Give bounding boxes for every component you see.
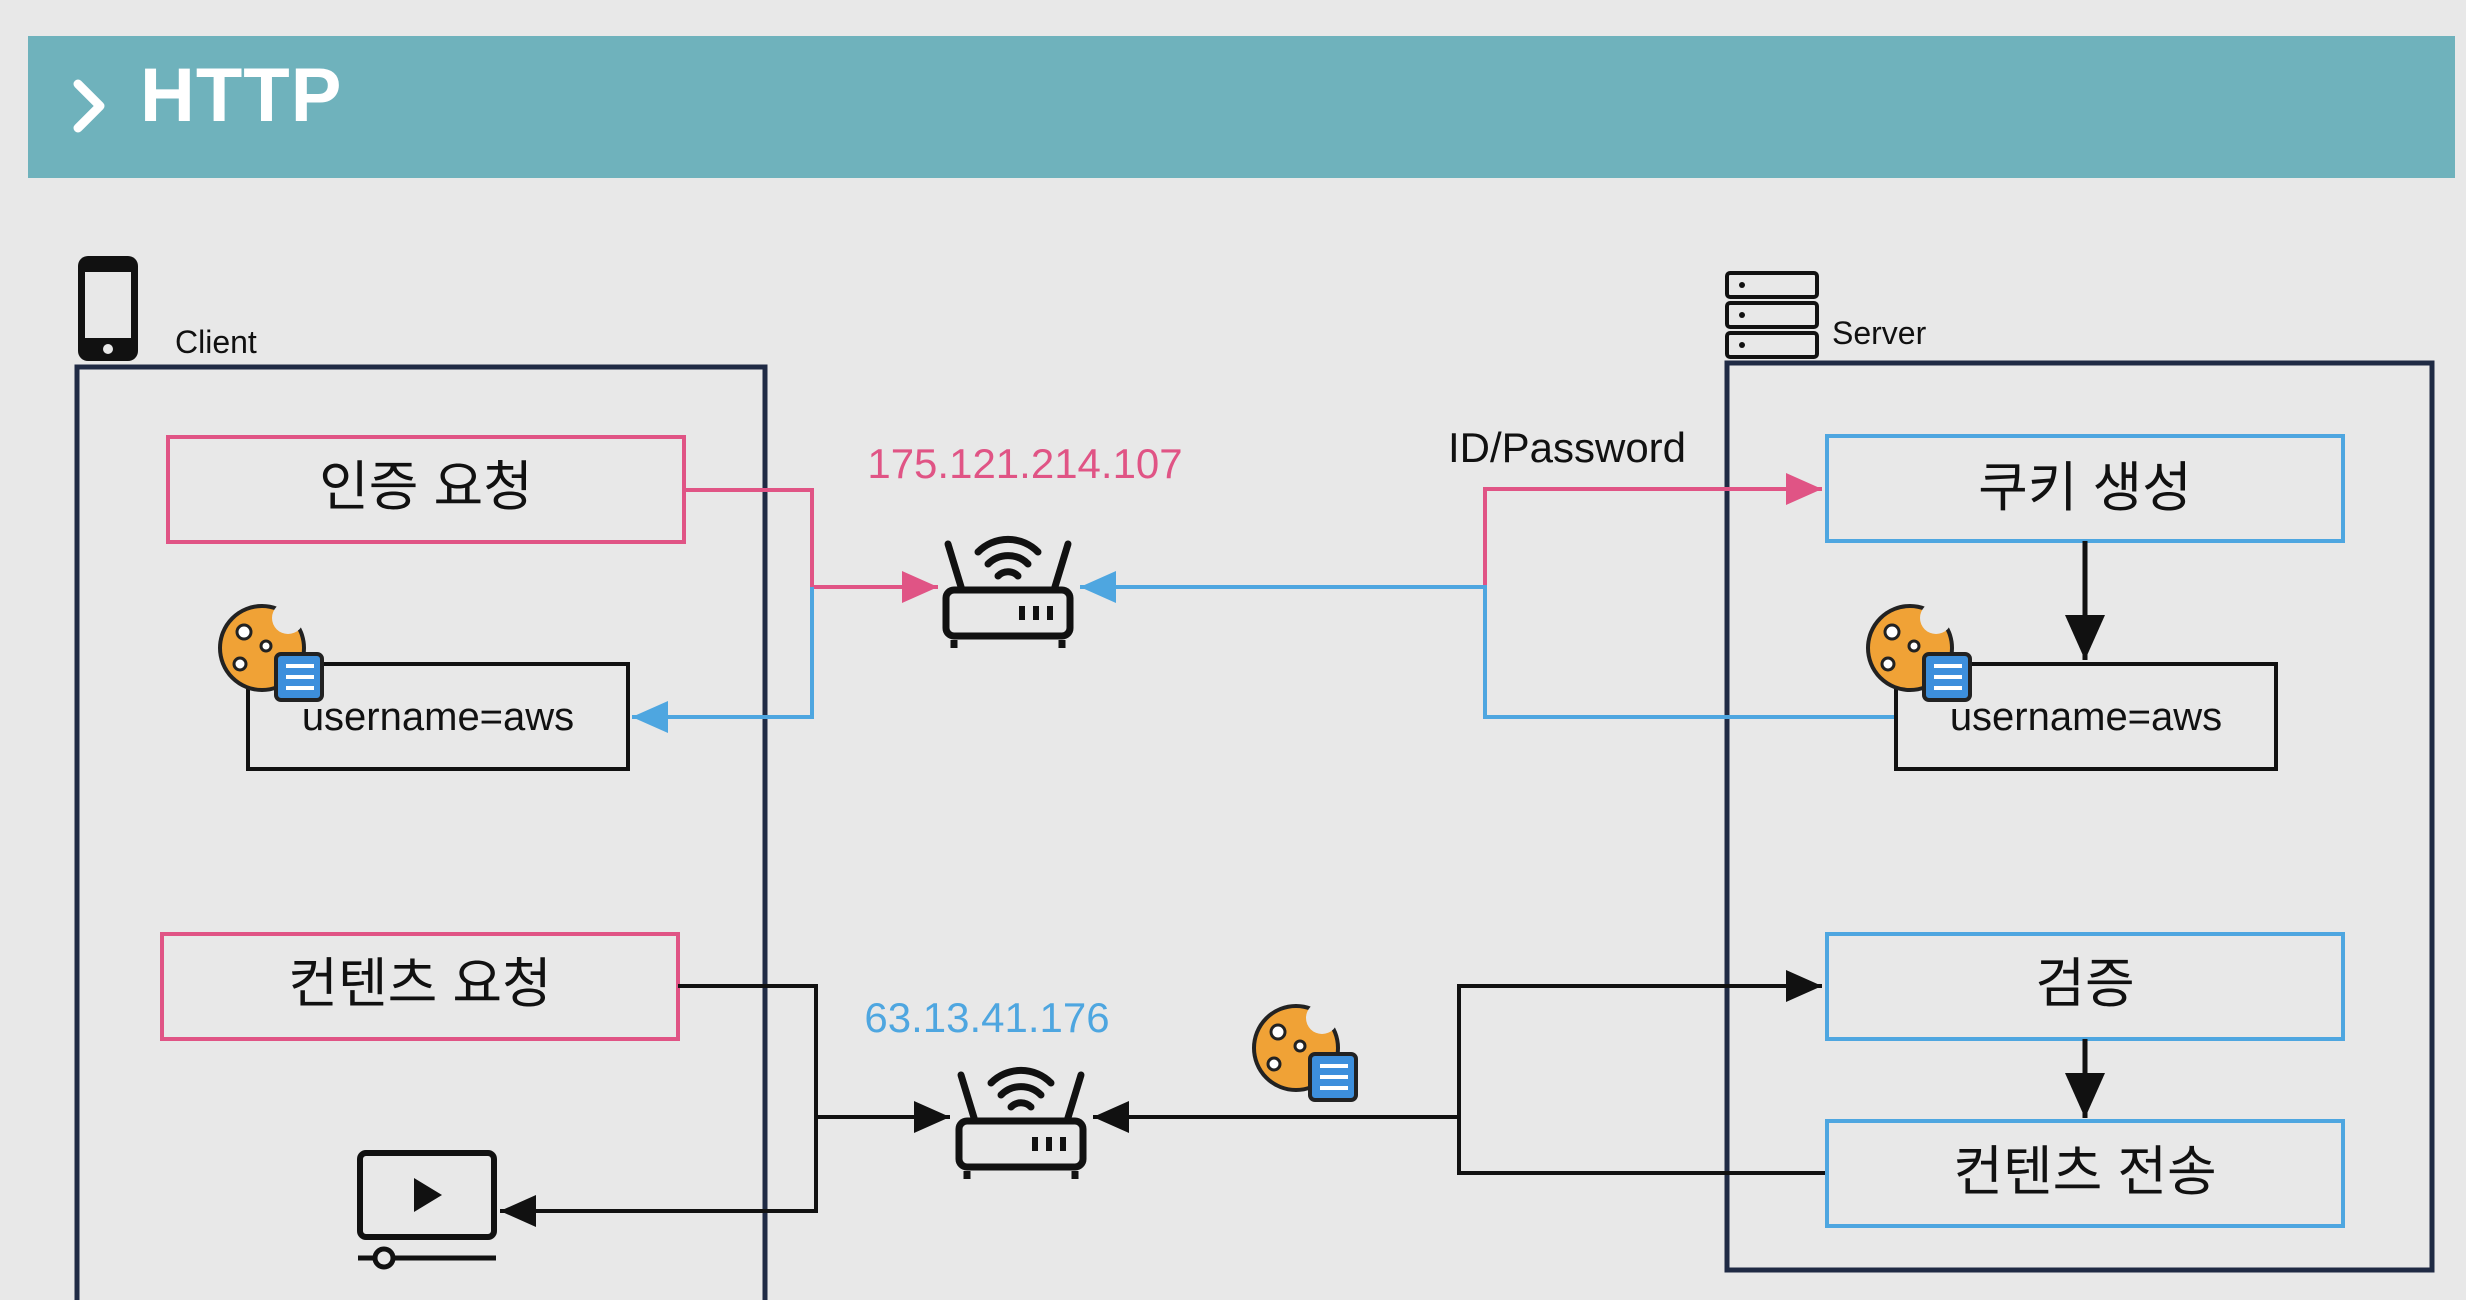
ip-bottom-label: 63.13.41.176 (864, 994, 1109, 1041)
cookie-icon (218, 600, 324, 702)
server-cookie-label: username=aws (1950, 695, 2222, 739)
cookie-icon (1252, 1000, 1358, 1102)
client-cookie-label: username=aws (302, 695, 574, 739)
cookie-icon (1866, 600, 1972, 702)
verify-label: 검증 (2035, 954, 2134, 1014)
page-title: HTTP (140, 53, 343, 138)
server-cookie-box (1894, 662, 2278, 771)
cookie-create-label: 쿠키 생성 (1978, 458, 2192, 518)
auth-request-connector (684, 488, 938, 603)
client-cookie-box (246, 662, 630, 771)
auth-request-label: 인증 요청 (319, 457, 533, 517)
chevron-right-icon (73, 79, 105, 133)
server-cookie-connector (1080, 571, 1896, 719)
phone-icon (78, 256, 138, 361)
router-top-icon (946, 539, 1070, 648)
verify-connector (1457, 970, 1822, 1117)
send-connector (1093, 1101, 1827, 1175)
server-label: Server (1832, 315, 1927, 351)
router-bottom-icon (959, 1070, 1083, 1179)
client-label: Client (175, 324, 257, 360)
credential-label: ID/Password (1448, 424, 1686, 471)
header-banner (28, 36, 2455, 178)
content-request-label: 컨텐츠 요청 (288, 954, 551, 1014)
cookie-return-connector (632, 587, 814, 733)
content-return-connector (500, 1117, 818, 1227)
credential-connector (1483, 473, 1822, 587)
ip-top-label: 175.121.214.107 (867, 440, 1182, 487)
content-request-connector (678, 984, 950, 1133)
client-box (74, 364, 768, 1300)
send-label: 컨텐츠 전송 (1953, 1142, 2216, 1202)
server-icon (1725, 271, 1819, 359)
send-box (1825, 1119, 2345, 1228)
server-box (1724, 360, 2435, 1273)
video-player-icon (357, 1150, 497, 1270)
